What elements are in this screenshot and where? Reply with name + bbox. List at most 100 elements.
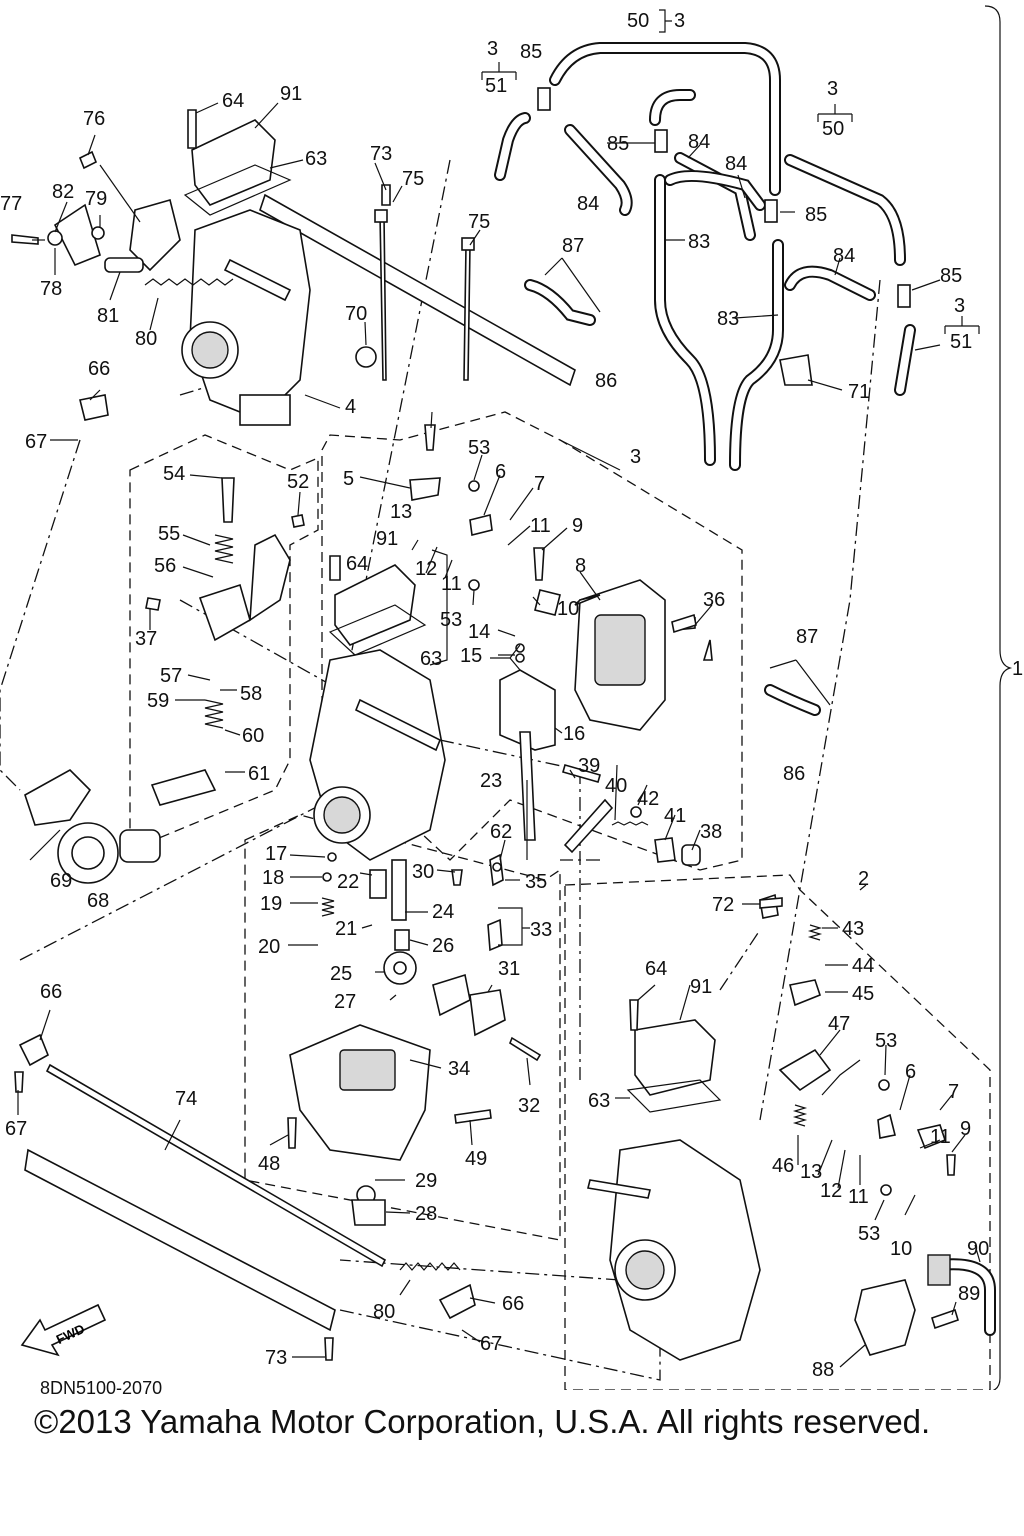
- callout-56: 56: [154, 555, 176, 577]
- callout-27: 27: [334, 991, 356, 1013]
- callout-21: 21: [335, 918, 357, 940]
- throttle-shaft: [45, 1063, 387, 1268]
- callout-86b: 86: [783, 763, 805, 785]
- cable-tie-b: [463, 244, 471, 381]
- callout-35: 35: [525, 871, 547, 893]
- callout-85b: 85: [607, 133, 629, 155]
- callout-12b: 12: [820, 1180, 842, 1202]
- callout-7b: 7: [948, 1081, 959, 1103]
- callout-66b: 66: [40, 981, 62, 1003]
- callout-9: 9: [572, 515, 583, 537]
- callout-81: 81: [97, 305, 119, 327]
- springs: [144, 278, 823, 1271]
- callout-64b: 64: [346, 553, 368, 575]
- cover-91-bottom: [634, 1019, 716, 1096]
- callout-29: 29: [415, 1170, 437, 1192]
- callout-11c: 11: [930, 1126, 951, 1148]
- callout-6b: 6: [905, 1061, 916, 1083]
- callout-72: 72: [712, 894, 734, 916]
- assembly-line-a: [0, 439, 81, 791]
- callout-2: 2: [858, 868, 869, 890]
- assembly-line-l: [339, 1259, 621, 1281]
- callout-64c: 64: [645, 958, 667, 980]
- callout-26: 26: [432, 935, 454, 957]
- assembly-line-e: [329, 159, 451, 761]
- callout-24: 24: [432, 901, 454, 923]
- callout-73: 73: [370, 143, 392, 165]
- callout-59: 59: [147, 690, 169, 712]
- callout-36: 36: [703, 589, 725, 611]
- group-label: 1: [1012, 658, 1023, 680]
- callout-16: 16: [563, 723, 585, 745]
- callout-84c: 84: [577, 193, 599, 215]
- callout-88: 88: [812, 1359, 834, 1381]
- callout-51-label-3: 3: [487, 38, 498, 60]
- callout-53c: 53: [875, 1030, 897, 1052]
- callout-83: 83: [688, 231, 710, 253]
- callout-15: 15: [460, 645, 482, 667]
- callout-50b: 50: [822, 118, 844, 140]
- callout-82: 82: [52, 181, 74, 203]
- callout-80: 80: [135, 328, 157, 350]
- callout-47: 47: [828, 1013, 850, 1035]
- callout-87b: 87: [796, 626, 818, 648]
- assembly-outline-throttle: [129, 434, 319, 851]
- callout-91c: 91: [690, 976, 712, 998]
- callout-63c: 63: [588, 1090, 610, 1112]
- callout-55: 55: [158, 523, 180, 545]
- callout-45: 45: [852, 983, 874, 1005]
- callout-17: 17: [265, 843, 287, 865]
- callout-11: 11: [530, 515, 551, 537]
- callout-34: 34: [448, 1058, 470, 1080]
- small-parts: [18, 199, 946, 1320]
- copyright-notice: ©2013 Yamaha Motor Corporation, U.S.A. A…: [34, 1403, 931, 1440]
- bracket-long-upper: [259, 193, 576, 387]
- callout-5: 5: [343, 468, 354, 490]
- callout-53: 53: [468, 437, 490, 459]
- callout-numbers: 64 91 63 73 75 75 76 77 82 79 78 81 80 7…: [0, 10, 989, 1381]
- callout-13b: 13: [800, 1161, 822, 1183]
- callout-49: 49: [465, 1148, 487, 1170]
- callout-4: 4: [345, 396, 356, 418]
- callout-11b: 11: [441, 573, 462, 595]
- callout-84: 84: [688, 131, 710, 153]
- callout-39: 39: [578, 755, 600, 777]
- callout-66: 66: [88, 358, 110, 380]
- callout-75b: 75: [468, 211, 490, 233]
- callout-32: 32: [518, 1095, 540, 1117]
- callout-89: 89: [958, 1283, 980, 1305]
- group-bracket: [984, 5, 1013, 1390]
- assembly-outline-2: [564, 874, 991, 1390]
- screws: [11, 109, 959, 1361]
- callout-brackets: [429, 9, 980, 1096]
- callout-80b: 80: [373, 1301, 395, 1323]
- callout-22: 22: [337, 871, 359, 893]
- callout-51b-label-3: 3: [954, 295, 965, 317]
- callout-43: 43: [842, 918, 864, 940]
- callout-54: 54: [163, 463, 185, 485]
- assembly-line-h: [439, 739, 581, 771]
- callout-77: 77: [0, 193, 22, 215]
- throttle-position-sensor: [854, 1279, 916, 1356]
- callout-13: 13: [390, 501, 412, 523]
- cover-91-middle: [334, 564, 416, 646]
- float-bowl: [289, 1024, 431, 1161]
- callout-79: 79: [85, 188, 107, 210]
- callout-9b: 9: [960, 1118, 971, 1140]
- callout-74: 74: [175, 1088, 197, 1110]
- callout-83b: 83: [717, 308, 739, 330]
- callout-78: 78: [40, 278, 62, 300]
- callout-85c: 85: [805, 204, 827, 226]
- hose-t-joints: [537, 87, 911, 308]
- callout-70: 70: [345, 303, 367, 325]
- callout-67: 67: [25, 431, 47, 453]
- callout-60: 60: [242, 725, 264, 747]
- callout-leaders: [17, 102, 981, 1368]
- callout-90: 90: [967, 1238, 989, 1260]
- callout-58: 58: [240, 683, 262, 705]
- callout-57: 57: [160, 665, 182, 687]
- callout-67b: 67: [5, 1118, 27, 1140]
- callout-44: 44: [852, 955, 874, 977]
- callout-69: 69: [50, 870, 72, 892]
